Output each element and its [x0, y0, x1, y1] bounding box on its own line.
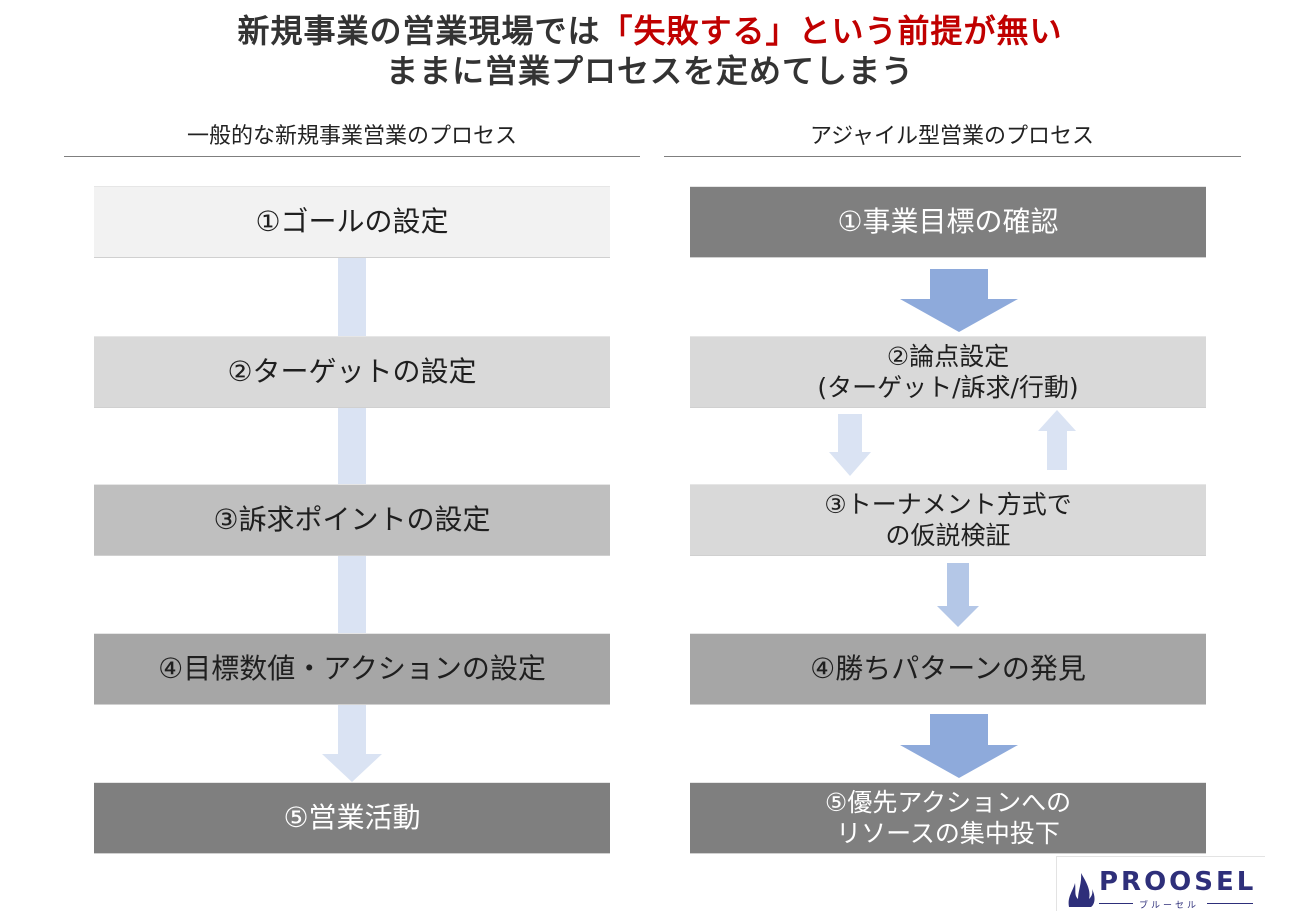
- left-step-3: ③訴求ポイントの設定: [94, 484, 610, 556]
- right-step-5-line-2: リソースの集中投下: [836, 819, 1060, 848]
- right-step-2-line-2: (ターゲット/訴求/行動): [817, 373, 1079, 402]
- headline-highlight: 「失敗する」という前提が無い: [600, 12, 1063, 50]
- right-step-3-line-2: の仮説検証: [885, 521, 1011, 550]
- right-step-1-text: ①事業目標の確認: [837, 205, 1059, 238]
- logo-underline-right: [1207, 903, 1253, 904]
- right-step-5-line-1: ⑤優先アクションへの: [824, 788, 1072, 817]
- left-step-4: ④目標数値・アクションの設定: [94, 633, 610, 705]
- left-step-1: ①ゴールの設定: [94, 186, 610, 258]
- logo-wordmark: PROOSEL: [1099, 867, 1257, 897]
- headline-line-2: ままに営業プロセスを定めてしまう: [385, 52, 914, 90]
- left-heading-divider: [64, 156, 640, 157]
- headline-prefix: 新規事業の営業現場では: [237, 12, 601, 50]
- right-column-heading: アジャイル型営業のプロセス: [809, 124, 1095, 149]
- left-step-2: ②ターゲットの設定: [94, 336, 610, 408]
- proosel-logo: PROOSEL ブルーセル: [1056, 856, 1265, 911]
- right-step-5: ⑤優先アクションへの リソースの集中投下: [690, 782, 1206, 854]
- left-step-5: ⑤営業活動: [94, 782, 610, 854]
- right-arrow-2-to-3-down: [829, 414, 871, 476]
- right-step-4-text: ④勝ちパターンの発見: [810, 652, 1086, 685]
- right-step-1: ①事業目標の確認: [690, 186, 1206, 258]
- logo-kana: ブルーセル: [1139, 901, 1200, 911]
- flame-logo-icon: [1068, 873, 1095, 907]
- right-arrow-3-to-2-up: [1038, 410, 1076, 470]
- logo-underline-left: [1099, 903, 1133, 904]
- right-step-3-line-1: ③トーナメント方式で: [824, 490, 1072, 519]
- right-heading-divider: [664, 156, 1241, 157]
- right-step-4: ④勝ちパターンの発見: [690, 633, 1206, 705]
- right-step-2: ②論点設定 (ターゲット/訴求/行動): [690, 336, 1206, 408]
- left-column-heading: 一般的な新規事業営業のプロセス: [186, 124, 517, 149]
- right-step-3: ③トーナメント方式で の仮説検証: [690, 484, 1206, 556]
- right-step-2-line-1: ②論点設定: [886, 342, 1010, 371]
- right-arrow-3-to-4: [937, 563, 979, 627]
- headline-line-1: 新規事業の営業現場では「失敗する」という前提が無い: [0, 6, 1300, 52]
- right-arrow-4-to-5: [900, 714, 1018, 778]
- right-arrow-1-to-2: [900, 269, 1018, 332]
